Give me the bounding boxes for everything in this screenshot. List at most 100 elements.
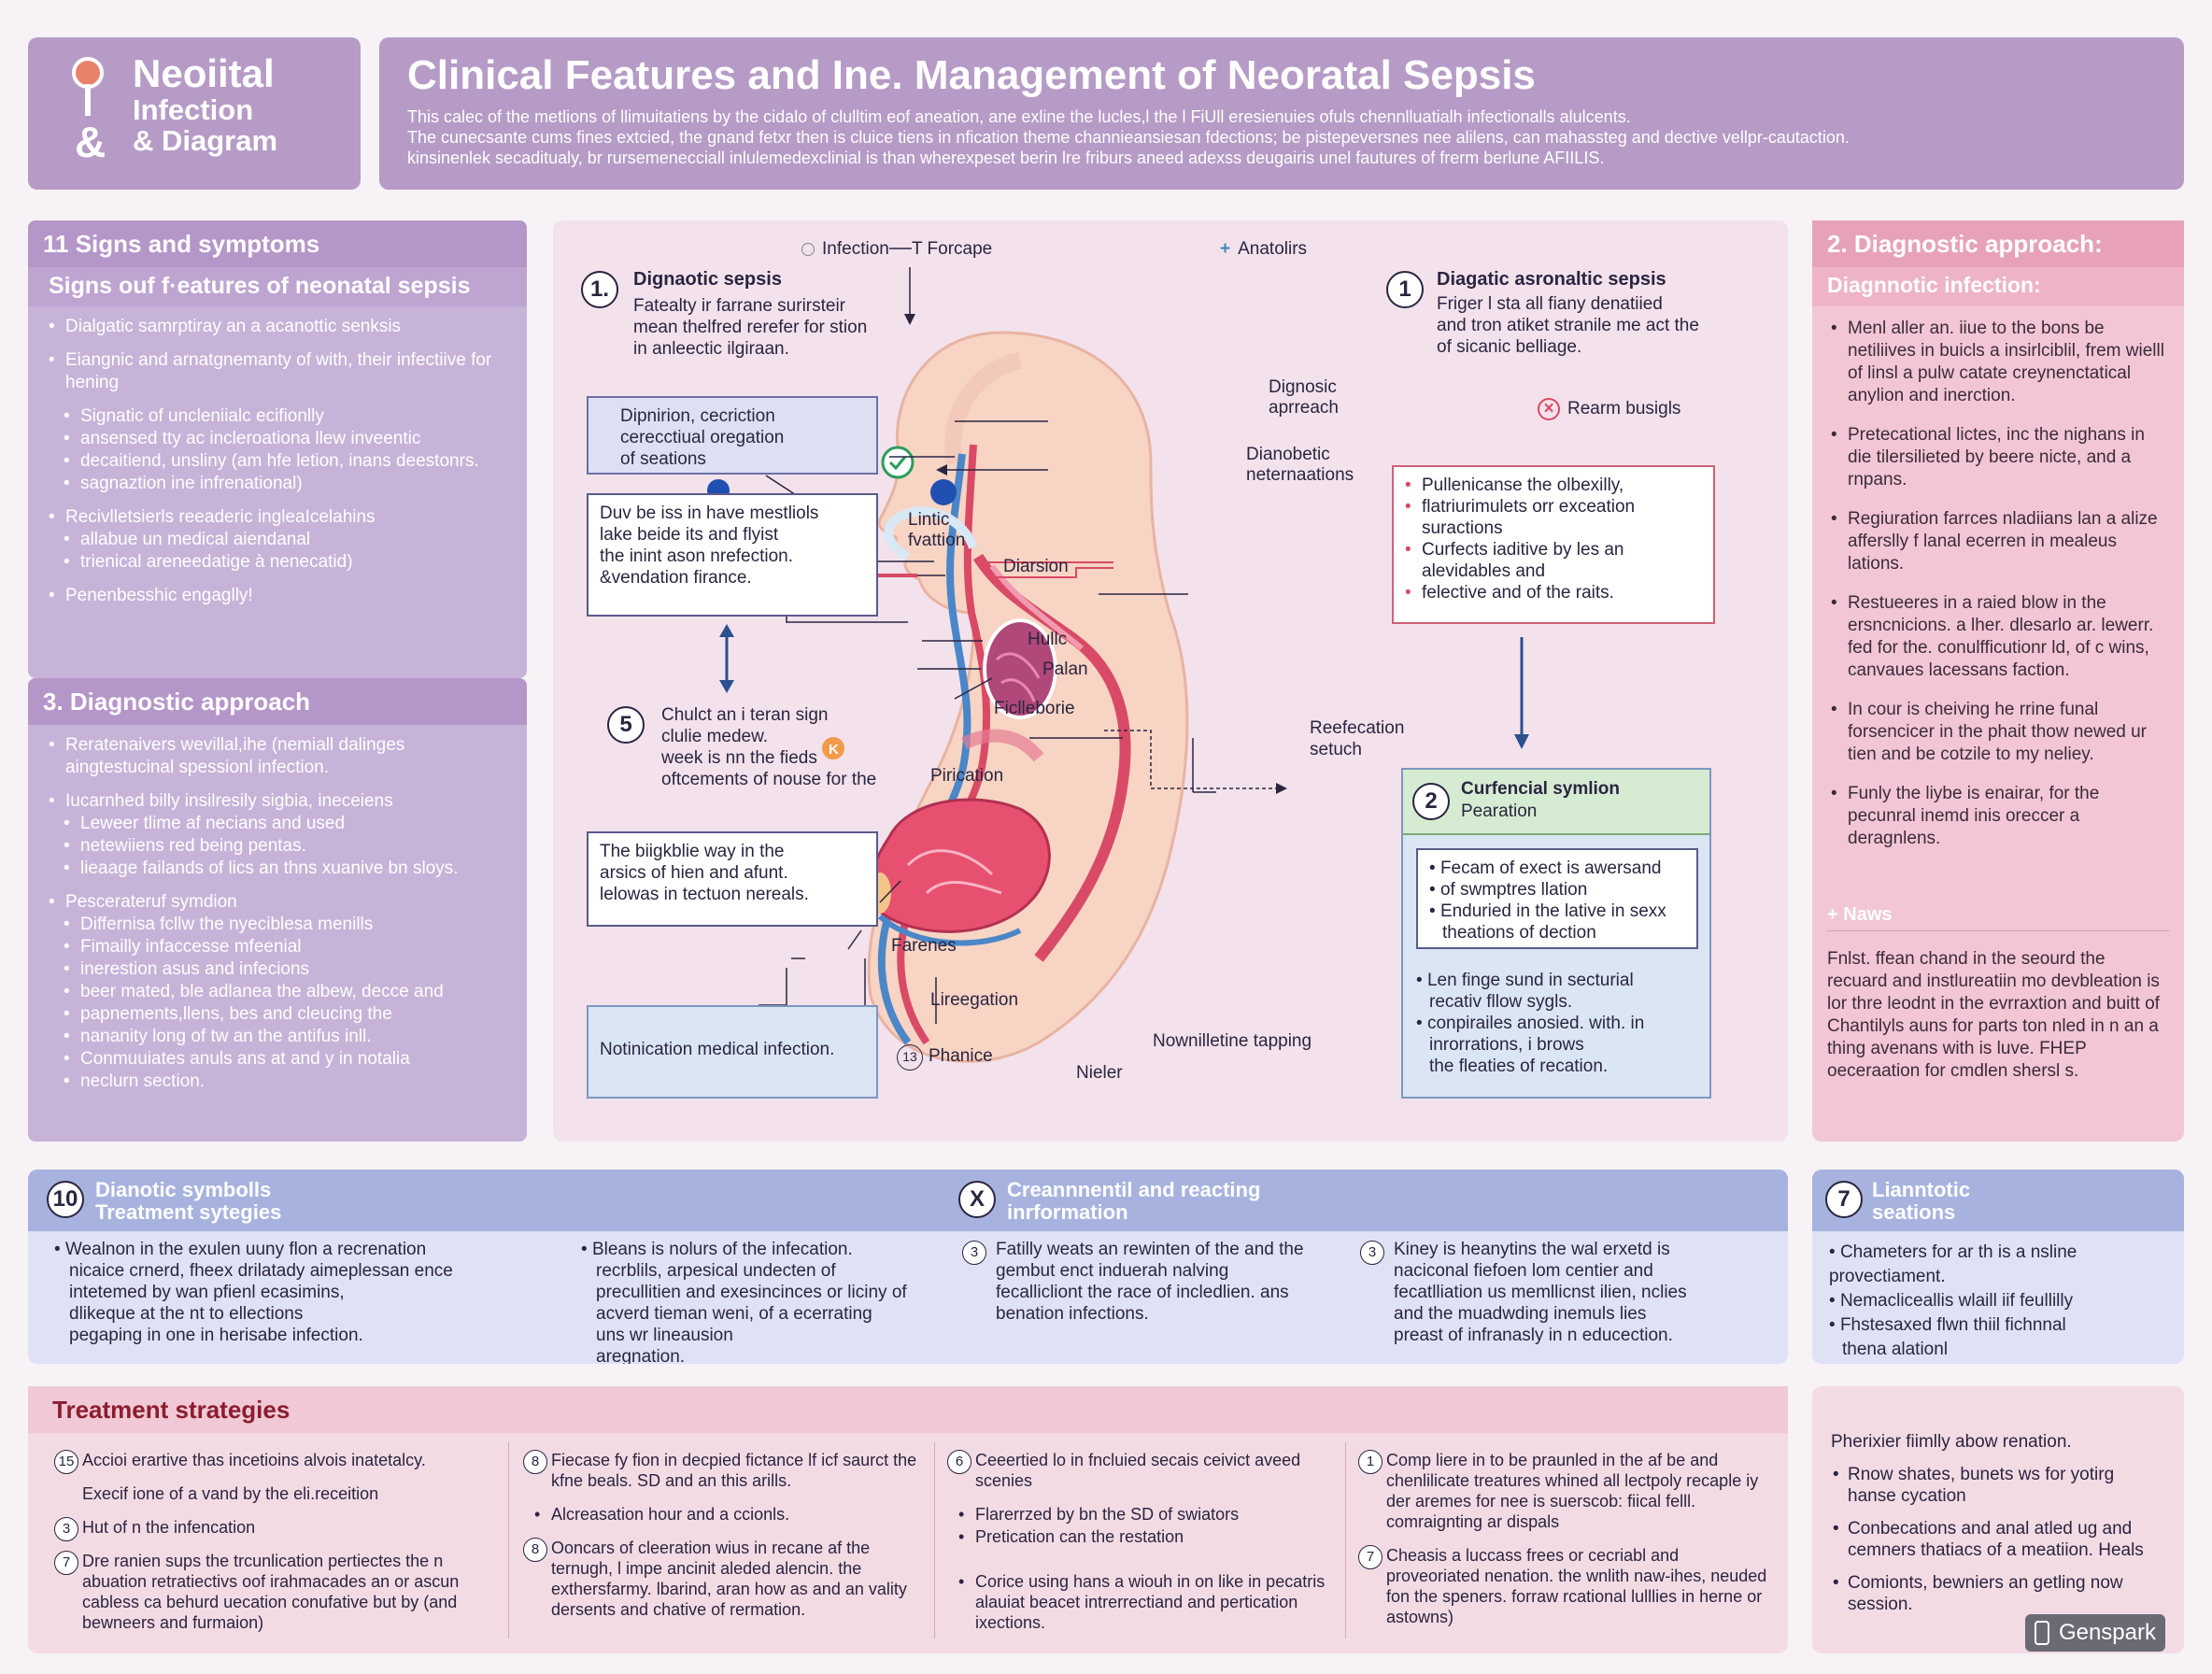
number-badge: 7 — [54, 1551, 78, 1575]
genspark-watermark: Genspark — [2025, 1614, 2165, 1652]
band-column: 3 Kiney is heanytins the wal erxetd is n… — [1360, 1239, 1771, 1346]
treatment-notes-list: Rnow shates, bunets ws for yotirg hanse … — [1831, 1464, 2165, 1615]
list-item: inerestion asus and infecions — [45, 958, 510, 981]
step-5-text: Chulct an i teran sign clulie medew. wee… — [661, 704, 876, 790]
bullet: • — [958, 1572, 965, 1591]
box-subtitle: Pearation — [1461, 802, 1538, 821]
header-description: This calec of the metlions of llimuitati… — [407, 106, 2156, 168]
text-line: • Chameters for ar th is a nsline provec… — [1829, 1242, 2077, 1286]
text-line: lelowas in tectuon nereals. — [600, 885, 809, 904]
legend-label: Infection — [822, 239, 889, 259]
header-desc-line: kinsinenlek secaditualy, br rursemenecci… — [407, 149, 1605, 167]
text-line: week is nn the fieds — [661, 748, 817, 768]
title-line: inrformation — [1007, 1200, 1128, 1224]
item-text: Enduried in the lative in sexx — [1439, 901, 1666, 921]
list-item: neclurn section. — [45, 1071, 510, 1093]
list-item: • Pullenicanse the olbexilly, — [1405, 475, 1702, 496]
text-line: Reefecation — [1310, 718, 1405, 738]
text-line: Duv be iss in have mestliols — [600, 504, 819, 523]
item-text: Pullenicanse the olbexilly, — [1422, 475, 1624, 495]
legend-anatolirs: +Anatolirs — [1220, 239, 1307, 260]
list-item: Differnisa fcllw the nyeciblesa menills — [45, 914, 510, 936]
text-line: &vendation firance. — [600, 568, 752, 588]
text-line: • Nemacliceallis wlaill iif feullilly — [1829, 1291, 2074, 1311]
divider — [508, 1442, 509, 1639]
number-badge: 13 — [897, 1044, 923, 1071]
panel-heading: 3. Diagnostic approach — [28, 678, 527, 725]
bullet: • — [958, 1527, 965, 1546]
list-item: • flatriurimulets orr exceation — [1405, 496, 1702, 518]
treatment-item: •Alcreasation hour and a ccionls. — [523, 1504, 925, 1525]
item-text: Pretication can the restation — [975, 1527, 1184, 1546]
text-line: Fatilly weats an rewinten of the and the — [996, 1240, 1304, 1259]
page-title: Clinical Features and Ine. Management of… — [407, 52, 1536, 98]
list-item: lieaage failands of lics an thns xuanive… — [45, 858, 510, 880]
list-item: Penenbesshic engaglly! — [45, 585, 510, 607]
list-item: Fimailly infaccesse mfeenial — [45, 936, 510, 958]
title-line: Dianotic symbolls — [95, 1178, 272, 1201]
item-text: conpirailes anosied. with. in — [1426, 1014, 1645, 1033]
list-item: ansensed tty ac incleroationa llew invee… — [45, 428, 510, 450]
text-line: • conpirailes anosied. with. in — [1416, 1014, 1645, 1033]
text-line: • Bleans is nolurs of the infecation. — [581, 1240, 853, 1259]
list-item: papnements,llens, bes and cleucing the — [45, 1003, 510, 1026]
text-line: and tron atiket stranile me act the — [1437, 316, 1699, 335]
bullet: • — [1405, 540, 1411, 560]
text-line: dlikeque at the nt to ellections — [69, 1304, 304, 1324]
legend-dot-icon — [801, 243, 815, 256]
legend-infection: Infection — [801, 239, 889, 260]
bullet: • — [1405, 497, 1411, 517]
step-number-badge: 2 — [1412, 783, 1450, 820]
number-badge: 15 — [54, 1450, 78, 1474]
number-badge: 7 — [1358, 1545, 1382, 1569]
text-line: The biigkblie way in the — [600, 842, 785, 861]
step-number-badge: 1. — [581, 271, 618, 308]
list-item: Leweer tlime af necians and used — [45, 813, 510, 835]
close-icon: X — [958, 1181, 996, 1218]
panel-heading: 11 Signs and symptoms — [28, 220, 527, 267]
text-line: • Wealnon in the exulen uuny flon a recr… — [54, 1240, 427, 1259]
logo-line-3: & Diagram — [133, 124, 278, 157]
logo-line-1: Neoiital — [133, 51, 275, 95]
legend-label: Anatolirs — [1238, 239, 1308, 259]
list-item: netewiiens red being pentas. — [45, 835, 510, 858]
title-line: seations — [1872, 1200, 1956, 1224]
band-column: • Chameters for ar th is a nsline provec… — [1829, 1241, 2171, 1362]
text-line: clulie medew. — [661, 727, 769, 746]
list-item: Regiuration farrces nladiians lan a aliz… — [1827, 508, 2169, 575]
bullet: • — [1405, 583, 1411, 603]
logo-text: Neoiital Infection & Diagram — [133, 51, 278, 157]
text-line: recrblils, arpesical undecten of — [596, 1261, 836, 1281]
info-box: • Fecam of exect is awersand • of swmptr… — [1416, 848, 1698, 949]
box-title: Curfencial symlion — [1461, 779, 1620, 799]
plus-icon: + — [1827, 904, 1844, 925]
text-line: • Fhstesaxed flwn thiil fichnnal — [1829, 1315, 2066, 1335]
list-item: Pretecational lictes, inc the nighans in… — [1827, 424, 2169, 491]
treatment-item: • Pretication can the restation — [947, 1526, 1330, 1547]
box-text: Fatealty ir farrane surirsteir mean thel… — [633, 295, 867, 360]
item-text: Ooncars of cleeration wius in recane af … — [551, 1539, 907, 1619]
diagram-label: Nieler — [1076, 1063, 1123, 1083]
header-desc-line: The cunecsante cums fines extcied, the g… — [407, 128, 1850, 147]
list-item: beer mated, ble adlanea the albew, decce… — [45, 981, 510, 1003]
bullet: • — [1405, 475, 1411, 495]
text-line: uns wr lineausion — [596, 1326, 733, 1345]
panel-heading: 2. Diagnostic approach: — [1812, 220, 2184, 267]
item-text: flatriurimulets orr exceation — [1422, 497, 1636, 517]
diagram-label: Nownilletine tapping — [1153, 1031, 1312, 1051]
list-item: In cour is cheiving he rrine funal forse… — [1827, 699, 2169, 766]
item-text: Dre ranien sups the trcunlication pertie… — [82, 1552, 460, 1632]
list-item: trienical areneedatige à nenecatid) — [45, 551, 510, 574]
number-badge: 8 — [523, 1538, 547, 1562]
